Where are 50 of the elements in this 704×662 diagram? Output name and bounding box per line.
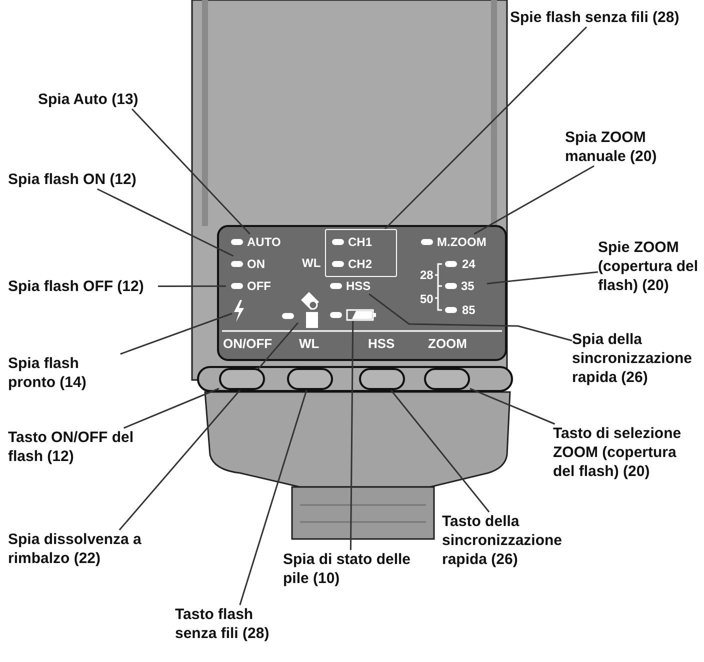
leader-line: [486, 271, 598, 284]
indicator-lamp: 35: [440, 278, 487, 294]
push-button: [287, 368, 333, 390]
panel-label: HSS: [368, 337, 395, 351]
indicator-lamp: OFF: [226, 278, 279, 294]
panel-label: ZOOM: [428, 337, 467, 351]
callout-label: Spia flash pronto (14): [8, 354, 128, 392]
panel-label: 50: [420, 292, 434, 306]
callout-label: Spia dissolvenza a rimbalzo (22): [8, 530, 198, 568]
leader-line: [118, 322, 299, 530]
callout-label: Tasto di selezione ZOOM (copertura del flash) (20): [553, 424, 693, 481]
indicator-lamp: AUTO: [226, 234, 289, 250]
indicator-lamp: M.ZOOM: [416, 234, 504, 250]
callout-label: Spia flash OFF (12): [8, 277, 158, 296]
panel-label: ON/OFF: [223, 337, 272, 351]
leader-line: [96, 188, 234, 257]
leader-line: [158, 285, 226, 288]
leader-line: [131, 108, 250, 235]
indicator-lamp: HSS: [325, 278, 392, 294]
callout-label: Tasto flash senza fili (28): [175, 605, 293, 643]
callout-label: Spia di stato delle pile (10): [283, 550, 418, 588]
lightning-icon: [232, 300, 246, 322]
push-button: [424, 368, 470, 390]
push-button: [219, 368, 265, 390]
panel-label: 85: [462, 303, 476, 317]
push-button: [359, 368, 405, 390]
panel-label: WL: [299, 337, 320, 351]
leader-line: [120, 312, 232, 355]
callout-label: Spia della sincronizzazione rapida (26): [572, 330, 704, 387]
leader-line: [474, 165, 594, 235]
leader-line: [390, 390, 490, 512]
callout-label: Tasto della sincronizzazione rapida (26): [442, 512, 582, 569]
leader-line: [470, 388, 556, 425]
callout-label: Spie ZOOM (copertura del flash) (20): [598, 238, 704, 295]
callout-label: Spia Auto (13): [38, 90, 208, 109]
callout-label: Spia ZOOM manuale (20): [565, 128, 690, 166]
leader-line: [350, 321, 354, 550]
callout-label: Spia flash ON (12): [8, 170, 148, 189]
callout-label: Spie flash senza fili (28): [510, 8, 682, 27]
leader-line: [239, 390, 308, 606]
leader-line: [384, 26, 588, 230]
leader-line: [368, 293, 572, 342]
panel-label: 28: [420, 268, 434, 282]
callout-label: Tasto ON/OFF del flash (12): [8, 428, 148, 466]
panel-label: 24: [462, 257, 476, 271]
channel-indicator-box: CH1 CH2: [325, 229, 397, 277]
leader-line: [124, 388, 220, 429]
battery-indicator: [330, 309, 376, 321]
panel-label: WL: [302, 256, 321, 270]
indicator-lamp: ON: [226, 256, 273, 272]
